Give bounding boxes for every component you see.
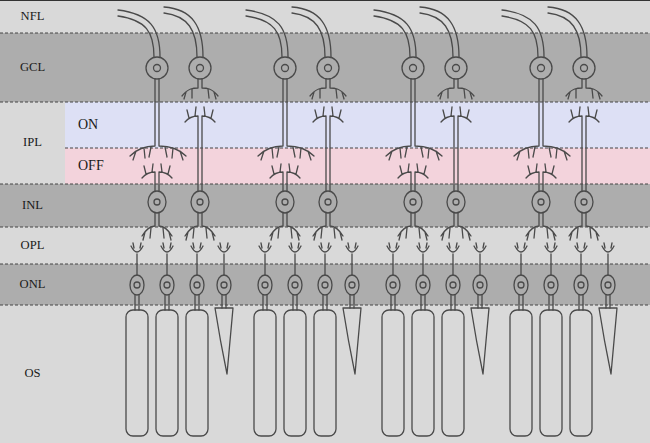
retina-layer-band: OPL xyxy=(0,227,650,264)
layer-separator xyxy=(0,33,650,34)
cell-column-group xyxy=(502,7,617,436)
on-sublayer-band xyxy=(65,102,650,148)
retina-layer-band: OS xyxy=(0,305,650,443)
sublayer-band: ON xyxy=(65,102,650,148)
layer-label: GCL xyxy=(0,61,65,75)
layer-label: OPL xyxy=(0,239,65,253)
cell-column-group xyxy=(246,7,361,436)
dark-band xyxy=(0,184,650,227)
layer-separator xyxy=(0,102,650,103)
layer-label: NFL xyxy=(0,10,65,24)
layer-label: ONL xyxy=(0,278,65,292)
layer-separator xyxy=(65,148,650,149)
retina-layer-band: ONL xyxy=(0,264,650,305)
retina-layer-band: NFL xyxy=(0,0,650,33)
retina-layer-band: GCL xyxy=(0,33,650,102)
layer-label: INL xyxy=(0,199,65,213)
cell-column-group xyxy=(374,7,489,436)
sublayer-band: OFF xyxy=(65,148,650,184)
retina-layer-band: IPL ON OFF xyxy=(0,102,650,184)
top-border xyxy=(0,0,650,1)
cell-column-group xyxy=(118,7,233,436)
retina-layer-band: INL xyxy=(0,184,650,227)
sublayer-label: ON xyxy=(78,117,98,132)
layer-label: IPL xyxy=(0,136,65,150)
layer-label: OS xyxy=(0,367,65,381)
sublayer-label: OFF xyxy=(78,158,104,173)
layer-separator xyxy=(0,184,650,185)
